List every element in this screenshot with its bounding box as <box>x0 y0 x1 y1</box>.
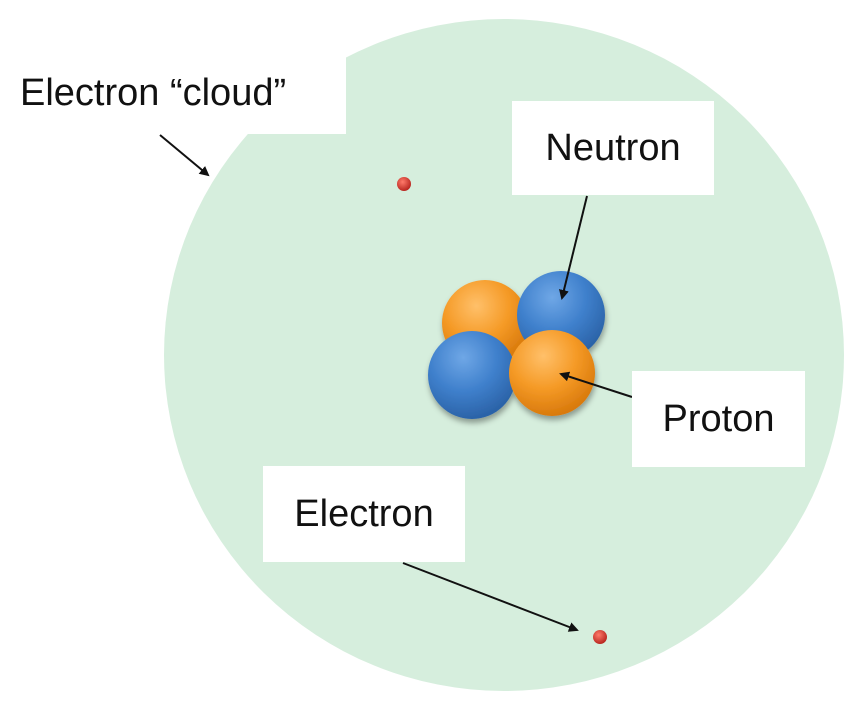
electron-bottom <box>593 630 607 644</box>
proton-label-text: Proton <box>662 398 775 440</box>
electron-top <box>397 177 411 191</box>
electron-cloud-label-text: Electron “cloud” <box>20 72 287 114</box>
electron-label-text: Electron <box>294 493 434 535</box>
proton-bottom-right <box>509 330 595 416</box>
nucleus <box>428 271 605 419</box>
neutron-bottom-left <box>428 331 516 419</box>
neutron-arrow <box>559 195 588 300</box>
neutron-label-text: Neutron <box>545 127 681 169</box>
electron-label: Electron <box>263 466 465 562</box>
electron-cloud-label: Electron “cloud” <box>0 52 346 134</box>
electron-arrow <box>402 562 579 632</box>
cloud-arrow <box>159 134 210 177</box>
proton-arrow <box>559 371 633 398</box>
neutron-label: Neutron <box>512 101 714 195</box>
proton-label: Proton <box>632 371 805 467</box>
